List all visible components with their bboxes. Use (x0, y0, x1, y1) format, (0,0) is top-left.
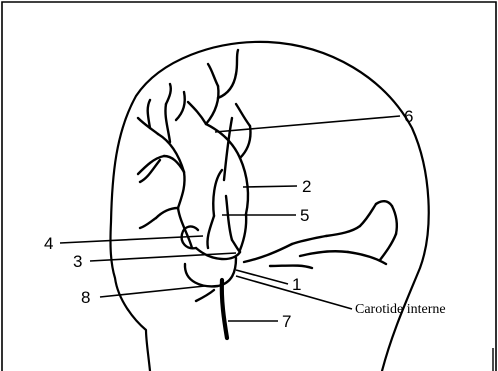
label-5: 5 (300, 206, 309, 225)
vessel-tree (138, 50, 397, 338)
label-carotide-interne: Carotide interne (355, 302, 446, 317)
label-4: 4 (44, 234, 53, 253)
label-8: 8 (81, 288, 90, 307)
leader-6 (215, 116, 400, 132)
leader-1 (236, 270, 288, 284)
label-1: 1 (292, 275, 301, 294)
leader-2 (243, 186, 297, 187)
label-2: 2 (302, 177, 311, 196)
label-3: 3 (73, 252, 82, 271)
leader-8 (100, 286, 205, 297)
label-6: 6 (404, 107, 413, 126)
label-7: 7 (282, 312, 291, 331)
